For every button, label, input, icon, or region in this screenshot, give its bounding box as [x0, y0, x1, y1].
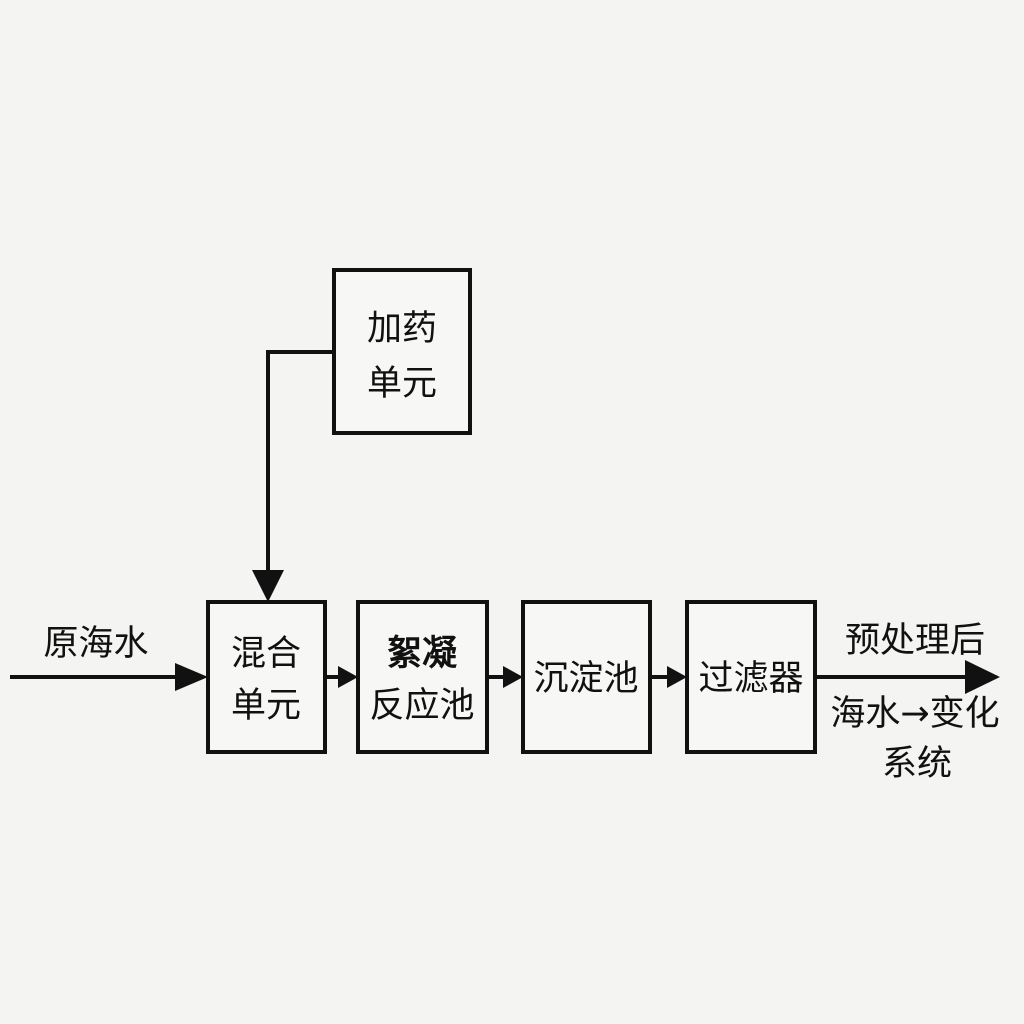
- output-label-line1: 预处理后: [845, 621, 985, 661]
- input-arrow: [10, 663, 208, 691]
- mixing-unit-box: 混合 单元: [206, 600, 327, 754]
- filter-box: 过滤器: [685, 600, 817, 754]
- arrow-floc-to-sediment: [487, 666, 523, 688]
- arrow-mixing-to-floc: [325, 666, 358, 688]
- raw-seawater-label: 原海水: [43, 624, 148, 664]
- output-label-line2: 海水→变化: [830, 694, 999, 734]
- mixing-unit-label-line1: 混合: [231, 634, 301, 674]
- output-arrow: [815, 660, 1000, 694]
- sedimentation-tank-box: 沉淀池: [521, 600, 652, 754]
- flocculation-tank-box: 絮凝 反应池: [356, 600, 489, 754]
- dosing-connector-arrow: [252, 350, 334, 602]
- filter-label: 过滤器: [698, 659, 803, 699]
- dosing-unit-label-line2: 单元: [367, 364, 437, 404]
- sedimentation-tank-label: 沉淀池: [533, 659, 638, 699]
- arrow-sediment-to-filter: [650, 666, 687, 688]
- dosing-unit-label-line1: 加药: [367, 309, 437, 349]
- floc-tank-label-line1: 絮凝: [387, 634, 457, 674]
- mixing-unit-label-line2: 单元: [231, 686, 301, 726]
- floc-tank-label-line2: 反应池: [369, 686, 474, 726]
- dosing-unit-box: 加药 单元: [332, 268, 472, 435]
- output-label-line3: 系统: [882, 744, 952, 784]
